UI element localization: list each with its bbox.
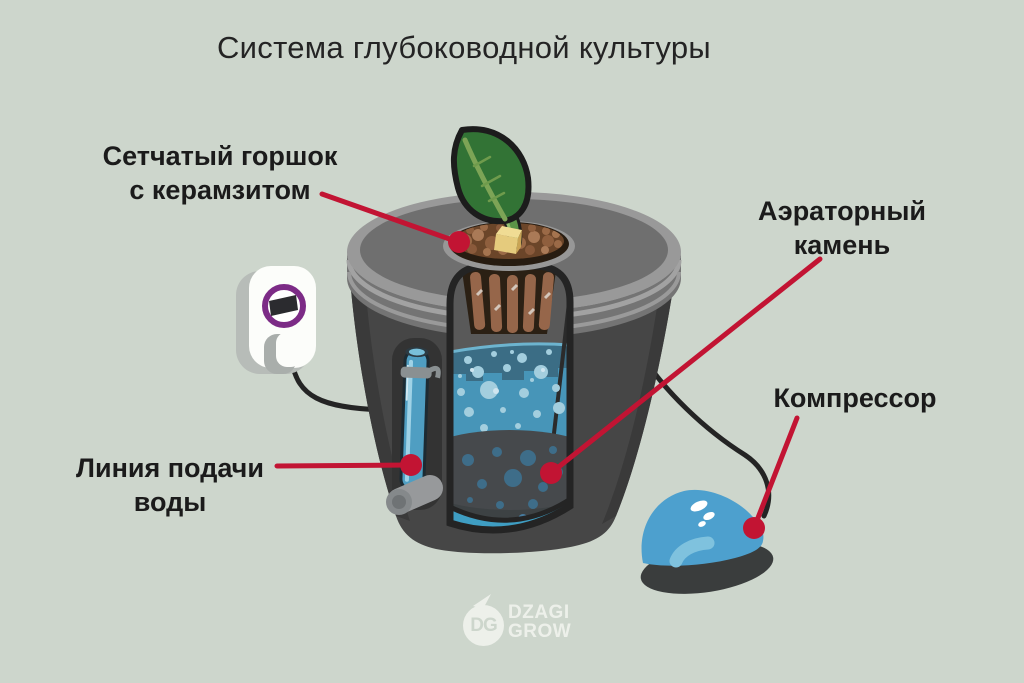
bucket-right-shade	[602, 262, 677, 524]
tube-clamp-hook	[428, 365, 441, 379]
timer-cord	[289, 359, 387, 413]
label-air-stone-line1: Аэраторный	[757, 196, 927, 226]
page-title: Система глубоководной культуры	[217, 30, 711, 65]
label-water-line-line2: воды	[133, 487, 207, 517]
annotation-dot-water-line	[400, 454, 422, 476]
rockwool-cube	[494, 226, 522, 254]
plant-leaf	[450, 126, 532, 225]
water-surface-highlight	[450, 342, 570, 354]
dzagi-grow-logo: DG DZAGI GROW	[461, 594, 601, 654]
air-compressor	[640, 489, 774, 594]
tube-elbow-cap-inner	[392, 495, 406, 509]
annotation-line-compressor	[751, 415, 800, 531]
label-net-pot: Сетчатый горшок с керамзитом	[60, 139, 380, 207]
lid-skirt	[347, 252, 681, 338]
compressor-sheen	[669, 536, 715, 568]
slat-speckles	[475, 283, 552, 316]
cutaway-window	[446, 262, 574, 534]
tube-mouth-inner	[408, 348, 425, 356]
label-air-stone: Аэраторный камень	[722, 194, 962, 262]
annotations	[274, 191, 823, 539]
water-bubbles	[457, 349, 565, 432]
logo-text: DZAGI GROW	[508, 603, 571, 641]
tube-clamp	[400, 366, 432, 379]
compressor-dome	[641, 489, 764, 566]
label-compressor: Компрессор	[735, 381, 975, 415]
label-net-pot-line1: Сетчатый горшок	[102, 141, 338, 171]
timer-device	[236, 266, 316, 374]
annotation-dot-net-pot	[448, 231, 470, 253]
logo-monogram: DG	[470, 614, 497, 636]
annotation-dot-air-stone	[540, 462, 562, 484]
bottom-strip-edge	[450, 495, 570, 523]
logo-badge: DG	[463, 605, 504, 646]
logo-text-line2: GROW	[508, 621, 572, 642]
label-compressor-text: Компрессор	[773, 383, 937, 413]
label-water-line: Линия подачи воды	[50, 451, 290, 519]
annotation-line-water-line	[274, 462, 413, 469]
timer-switch	[276, 332, 302, 367]
label-air-stone-line2: камень	[793, 230, 891, 260]
timer-display	[269, 295, 298, 316]
cutaway-outline	[446, 262, 574, 534]
label-water-line-line1: Линия подачи	[76, 453, 264, 483]
annotation-dot-compressor	[743, 517, 765, 539]
net-pot-slats	[469, 272, 555, 333]
annotation-line-net-pot	[319, 191, 461, 245]
compressor-highlights	[690, 500, 715, 527]
annotation-line-air-stone	[548, 256, 823, 476]
label-net-pot-line2: с керамзитом	[129, 175, 311, 205]
logo-text-line1: DZAGI	[508, 602, 570, 623]
water-supply-tube	[386, 338, 443, 515]
bucket-left-shade	[349, 262, 410, 521]
